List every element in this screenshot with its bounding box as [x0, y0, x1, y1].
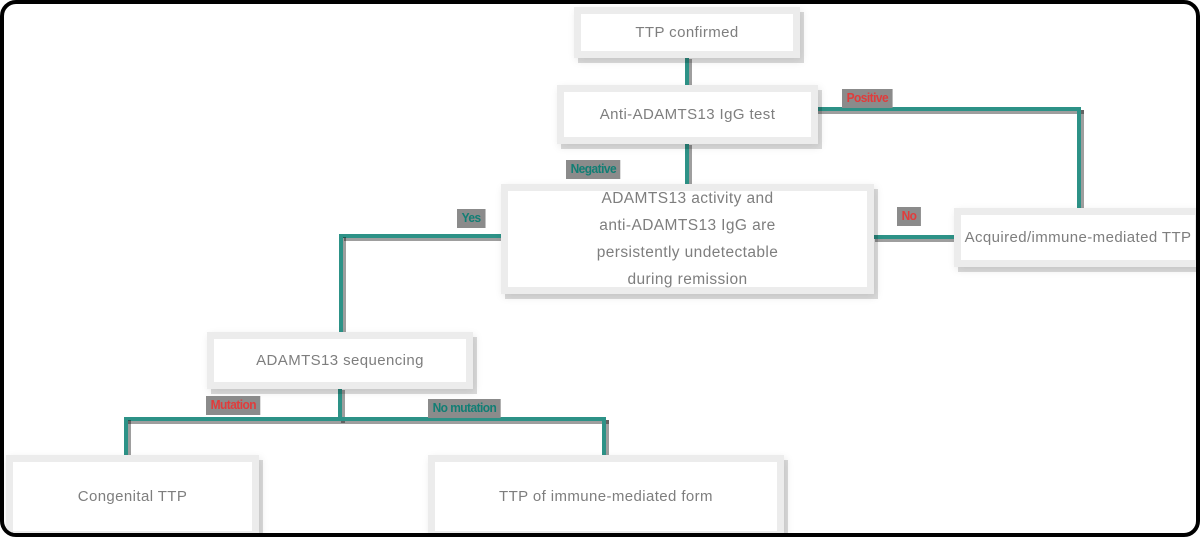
edge-sequencing-down: [338, 387, 342, 420]
edge-label-yes: Yes: [457, 209, 486, 229]
edge-label-positive: Positive: [842, 89, 893, 109]
edge-positive-vertical: [1077, 107, 1081, 211]
edge-confirmed-to-iggtest: [685, 56, 689, 87]
node-anti-adamts13-igg-test: Anti-ADAMTS13 IgG test: [557, 85, 818, 144]
node-congenital-ttp: Congenital TTP: [6, 455, 259, 533]
edge-branch-horizontal: [124, 417, 606, 421]
edge-label-negative: Negative: [566, 160, 621, 180]
edge-mutation-vertical: [124, 417, 128, 457]
node-ttp-confirmed: TTP confirmed: [574, 7, 800, 58]
edge-label-no: No: [897, 207, 922, 227]
edge-iggtest-negative-down: [685, 142, 689, 186]
edge-yes-vertical: [339, 234, 343, 335]
edge-label-no-mutation: No mutation: [428, 399, 501, 419]
node-activity-remission: ADAMTS13 activity and anti-ADAMTS13 IgG …: [501, 184, 874, 294]
node-ttp-immune-mediated-form: TTP of immune-mediated form: [428, 455, 784, 533]
node-adamts13-sequencing: ADAMTS13 sequencing: [207, 332, 473, 389]
node-acquired-immune-mediated-ttp: Acquired/immune-mediated TTP: [954, 208, 1196, 267]
edge-yes-horizontal: [341, 234, 503, 238]
edge-nomutation-vertical: [602, 417, 606, 457]
edge-label-mutation: Mutation: [206, 396, 261, 416]
edge-no-horizontal: [872, 235, 957, 239]
edge-positive-horizontal: [815, 107, 1081, 111]
